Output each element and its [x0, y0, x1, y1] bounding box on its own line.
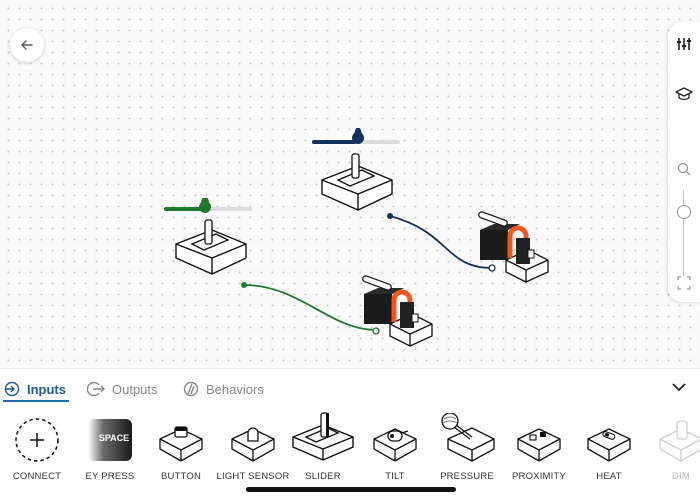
green-slider-bar[interactable]	[164, 194, 252, 213]
tab-behaviors-label: Behaviors	[206, 381, 264, 397]
navy-slider-body	[321, 153, 393, 211]
green-wire-end[interactable]	[372, 327, 380, 335]
palette-label: EY PRESS	[85, 471, 135, 482]
zoom-slider-knob[interactable]	[677, 205, 691, 219]
key-space-icon: SPACE	[88, 419, 132, 461]
output-arrow-icon	[87, 381, 105, 397]
palette-label: TILT	[385, 471, 405, 482]
heat-block-icon	[587, 428, 631, 462]
tab-behaviors[interactable]: Behaviors	[183, 377, 264, 401]
palette-item-heat[interactable]: HEAT	[576, 409, 642, 489]
magnifier-icon	[677, 162, 691, 176]
tab-inputs[interactable]: Inputs	[4, 377, 66, 401]
zoom-slider-track[interactable]	[683, 190, 684, 276]
navy-wire-end[interactable]	[488, 264, 496, 272]
tilt-block-icon	[373, 428, 417, 462]
palette-item-key-press[interactable]: SPACE EY PRESS	[82, 409, 138, 489]
palette-label: SLIDER	[305, 471, 341, 482]
fit-frame-icon	[677, 276, 691, 290]
palette-label: LIGHT SENSOR	[216, 471, 290, 482]
palette-label: DIM	[671, 471, 690, 482]
key-space-text: SPACE	[99, 433, 129, 443]
right-toolbar	[668, 22, 700, 302]
plus-dashed-circle-icon	[15, 418, 59, 462]
proximity-block-icon	[517, 428, 561, 462]
chevron-down-icon	[672, 383, 686, 392]
palette-item-proximity[interactable]: PROXIMITY	[504, 409, 574, 489]
learn-button[interactable]	[668, 86, 700, 102]
servo-device-green[interactable]	[356, 272, 440, 353]
button-block-icon	[159, 426, 203, 462]
palette-item-dimmer[interactable]: DIM	[648, 409, 700, 489]
wire-layer	[241, 213, 496, 335]
navy-slider-bar[interactable]	[312, 126, 400, 144]
palette-label: PRESSURE	[440, 471, 494, 482]
light-sensor-block-icon	[231, 427, 275, 462]
pressure-block-icon	[441, 413, 495, 462]
palette-label: PROXIMITY	[511, 471, 567, 482]
arrow-left-icon	[21, 40, 33, 50]
green-wire-start[interactable]	[241, 282, 247, 288]
slider-device-green[interactable]	[160, 194, 260, 295]
servo-icon	[362, 275, 433, 347]
navy-wire[interactable]	[389, 215, 493, 269]
palette-label: HEAT	[596, 471, 622, 482]
palette-item-connect[interactable]: CONNECT	[4, 409, 70, 489]
servo-icon	[478, 211, 549, 283]
graduation-cap-icon	[675, 87, 693, 101]
workspace-canvas[interactable]	[0, 0, 700, 368]
tab-outputs[interactable]: Outputs	[87, 377, 158, 401]
palette-item-light-sensor[interactable]: LIGHT SENSOR	[216, 409, 290, 489]
slider-device-navy[interactable]	[308, 126, 408, 225]
dimmer-block-icon	[659, 420, 700, 462]
tab-inputs-label: Inputs	[27, 381, 66, 397]
palette-item-tilt[interactable]: TILT	[362, 409, 428, 489]
fit-to-screen-button[interactable]	[668, 276, 700, 290]
green-slider-body	[175, 219, 247, 275]
palette-label: BUTTON	[160, 471, 202, 482]
input-arrow-icon	[4, 381, 20, 397]
green-wire[interactable]	[243, 284, 377, 331]
collapse-panel-button[interactable]	[672, 379, 686, 397]
servo-device-navy[interactable]	[470, 210, 554, 291]
component-panel: Inputs Outputs Behaviors	[0, 368, 700, 498]
slider-block-icon	[292, 412, 354, 461]
palette-item-button[interactable]: BUTTON	[148, 409, 214, 489]
home-indicator[interactable]	[246, 487, 456, 492]
navy-wire-start[interactable]	[387, 213, 393, 219]
active-tab-indicator	[3, 400, 69, 402]
category-tabs: Inputs Outputs Behaviors	[0, 369, 700, 403]
behaviors-icon	[183, 381, 199, 397]
palette-label: CONNECT	[12, 471, 62, 482]
palette-item-slider[interactable]: SLIDER	[290, 409, 356, 489]
component-palette: CONNECT SPACE EY PRESS	[0, 409, 700, 489]
settings-sliders-button[interactable]	[668, 36, 700, 52]
tab-outputs-label: Outputs	[112, 381, 158, 397]
sliders-icon	[677, 38, 691, 50]
back-button[interactable]	[10, 28, 44, 62]
zoom-in-button[interactable]	[668, 162, 700, 176]
palette-item-pressure[interactable]: PRESSURE	[432, 409, 502, 489]
